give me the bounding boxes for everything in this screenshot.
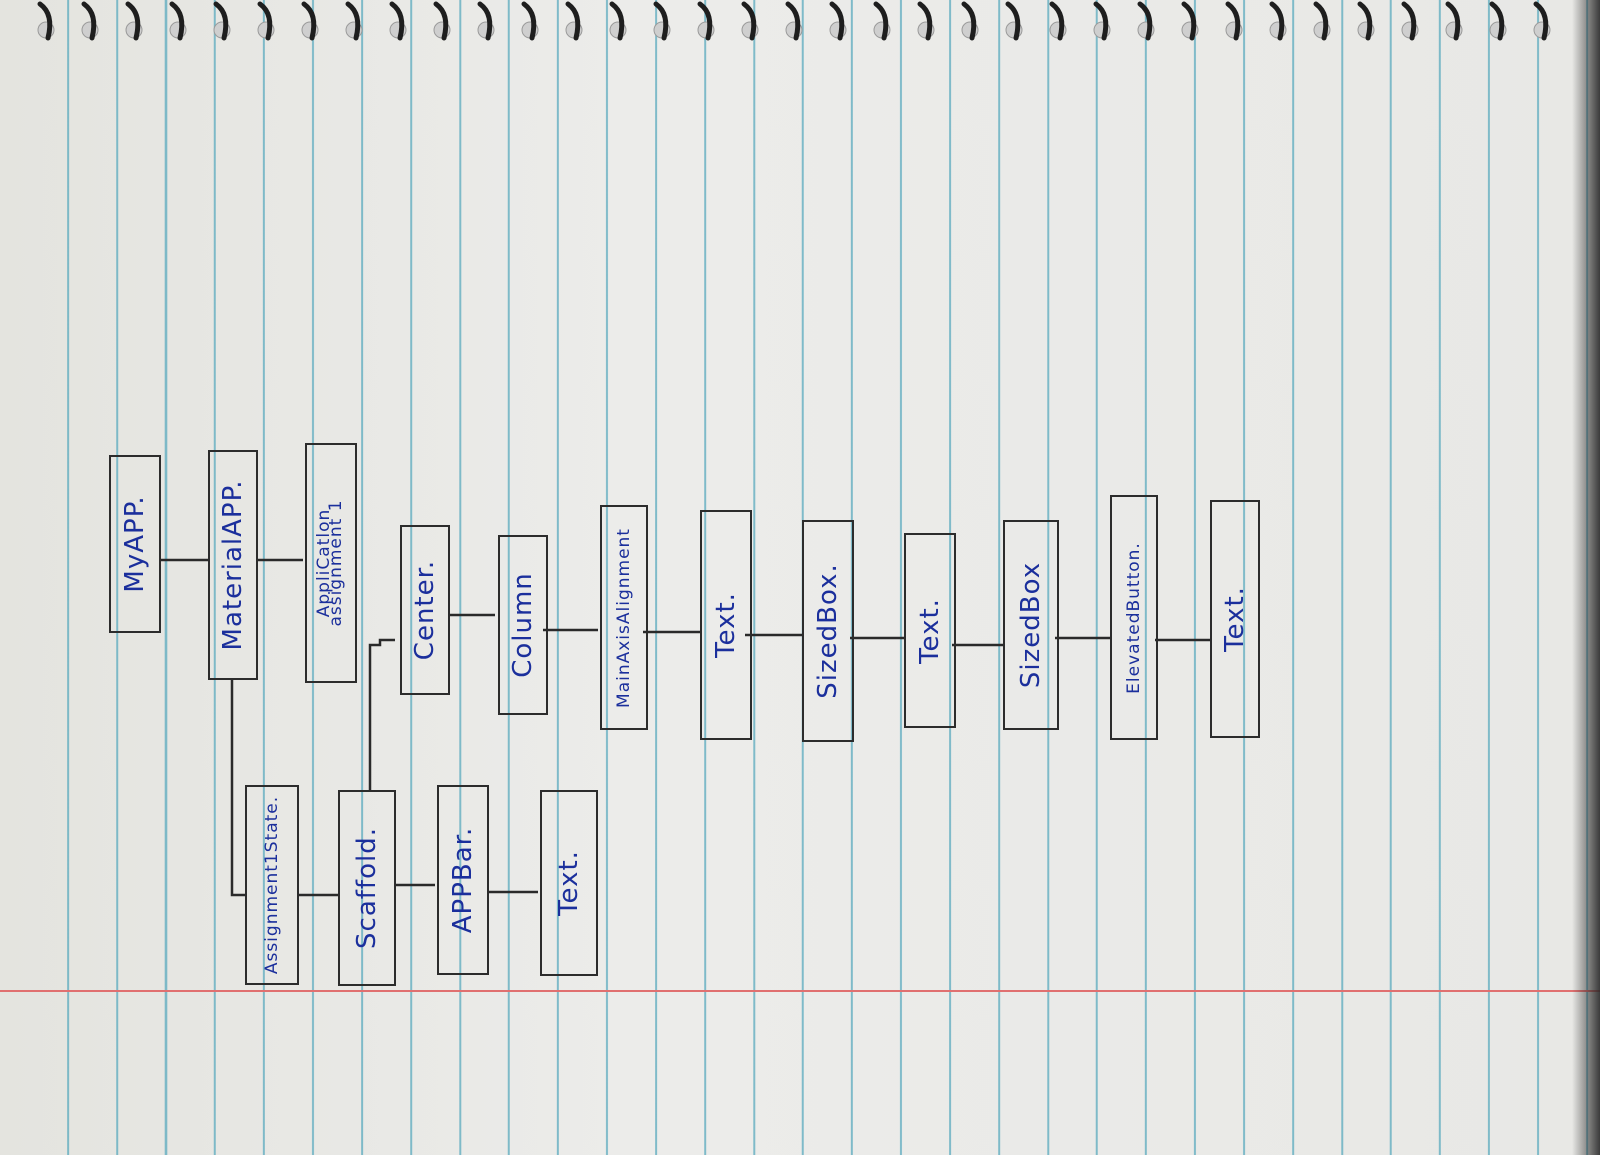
node-label: Center. xyxy=(410,559,440,661)
node-text-1: Text. xyxy=(700,510,752,740)
node-label: SizedBox xyxy=(1016,561,1046,689)
node-scaffold: Scaffold. xyxy=(338,790,396,986)
node-label: AppliCatlon xyxy=(313,508,334,618)
node-appbar-text: Text. xyxy=(540,790,598,976)
node-materialapp: MaterialAPP. xyxy=(208,450,258,680)
node-label: Text. xyxy=(554,850,584,916)
node-label: Column xyxy=(508,572,538,678)
node-label: Text. xyxy=(1220,586,1250,652)
node-label: SizedBox. xyxy=(813,563,843,699)
node-label: Scaffold. xyxy=(352,827,382,949)
node-label: MyAPP. xyxy=(120,495,150,593)
node-column: Column xyxy=(498,535,548,715)
node-center: Center. xyxy=(400,525,450,695)
node-label: MaterialAPP. xyxy=(218,479,248,651)
node-text-2: Text. xyxy=(904,533,956,728)
node-label: Text. xyxy=(915,597,945,664)
node-label: Assignment1State. xyxy=(262,795,282,975)
node-button-text: Text. xyxy=(1210,500,1260,738)
node-label: ElevatedButton. xyxy=(1124,541,1144,694)
node-myapp: MyAPP. xyxy=(109,455,161,633)
node-label: MainAxisAlignment xyxy=(614,527,634,708)
node-label: APPBar. xyxy=(448,826,478,934)
node-app-title: assignment 1 AppliCatlon xyxy=(305,443,357,683)
node-label: Text. xyxy=(711,592,741,658)
node-assignment-state: Assignment1State. xyxy=(245,785,299,985)
node-elevated-button: ElevatedButton. xyxy=(1110,495,1158,740)
node-appbar: APPBar. xyxy=(437,785,489,975)
page-edge-shadow xyxy=(1572,0,1600,1155)
node-sizedbox-2: SizedBox xyxy=(1003,520,1059,730)
node-main-axis-alignment: MainAxisAlignment xyxy=(600,505,648,730)
spiral-binding xyxy=(37,1,1551,41)
node-sizedbox-1: SizedBox. xyxy=(802,520,854,742)
margin-line xyxy=(0,990,1600,992)
